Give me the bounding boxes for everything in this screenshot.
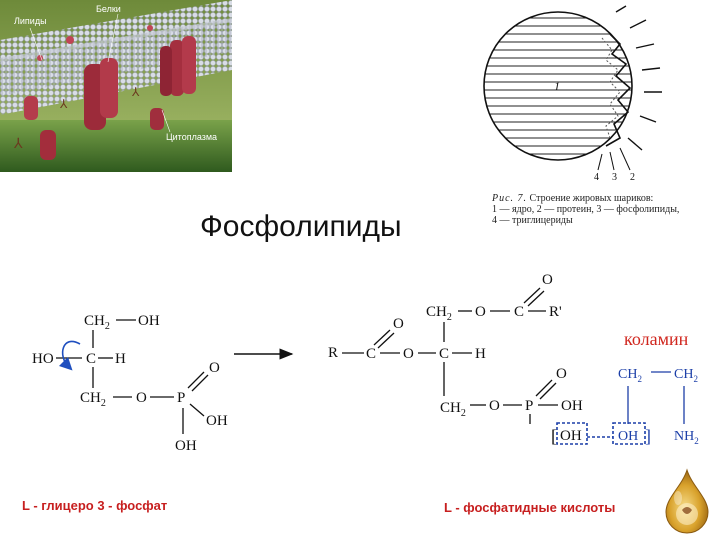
footer-right-label: L - фосфатидные кислоты — [444, 500, 616, 515]
svg-text:⅄: ⅄ — [131, 85, 140, 99]
colamine-ch2-right: CH — [674, 367, 693, 382]
svg-text:]: ] — [645, 426, 651, 446]
svg-text:CH2: CH2 — [84, 313, 110, 332]
globule-number-4: 4 — [594, 172, 599, 183]
colamine-ch2-left: CH — [618, 367, 637, 382]
svg-text:[: [ — [551, 426, 557, 446]
colamine-ch2-right-sub: 2 — [693, 374, 698, 384]
colamine-nh: NH — [674, 429, 694, 444]
proteins-label: Белки — [96, 4, 121, 14]
globule-number-2: 2 — [630, 172, 635, 183]
oh-dashed-box-left — [556, 422, 588, 445]
pa-p-o: O — [556, 366, 567, 382]
drop-logo-icon — [662, 468, 712, 534]
gp-top-oh: OH — [138, 313, 160, 329]
svg-text:CH2: CH2 — [426, 304, 452, 323]
svg-text:CH2: CH2 — [440, 400, 466, 419]
pa-p-oh-right: OH — [561, 398, 583, 414]
oh-dashed-box-right — [612, 422, 646, 445]
svg-text:⅄: ⅄ — [13, 137, 23, 152]
pa-p: P — [525, 398, 533, 414]
phosphatidic-acid-molecule: CH2 O C O R' R C O O C H CH2 O P O OH [ — [328, 272, 583, 446]
pa-o3: O — [489, 398, 500, 414]
colamine-structure: CH2 CH2 OH NH2 ] — [556, 367, 699, 446]
colamine-label: коламин — [624, 329, 689, 349]
core-numeral: 1 — [554, 79, 560, 93]
colamine-oh: OH — [618, 429, 638, 444]
pa-c-center: C — [439, 346, 449, 362]
globule-caption: Рис. 7. Строение жировых шариков: 1 — яд… — [492, 193, 682, 226]
gp-c: C — [86, 351, 96, 367]
pa-bot-sub: 2 — [461, 408, 466, 419]
gp-top-ch: CH — [84, 313, 105, 329]
pa-c1-o: O — [542, 272, 553, 288]
pa-r: R — [328, 345, 338, 361]
gp-ho: HO — [32, 351, 54, 367]
gp-bot-ch: CH — [80, 390, 101, 406]
pa-c2-o: O — [393, 316, 404, 332]
gp-o: O — [136, 390, 147, 406]
pa-r-prime: R' — [549, 304, 562, 320]
gp-p-o: O — [209, 360, 220, 376]
pa-o2: O — [403, 346, 414, 362]
pa-p-oh-bottom: OH — [560, 428, 582, 444]
svg-text:⅄: ⅄ — [59, 97, 68, 111]
svg-text:CH2: CH2 — [674, 367, 698, 384]
gp-p-oh-bottom: OH — [175, 438, 197, 454]
colamine-nh-sub: 2 — [694, 436, 699, 446]
caption-figure-number: Рис. 7. — [492, 193, 528, 204]
membrane-illustration: ⅄ ⅄ ⅄ Липиды Белки Цитоплазма — [0, 0, 232, 172]
cytoplasm-label: Цитоплазма — [166, 132, 218, 142]
svg-text:CH2: CH2 — [80, 390, 106, 409]
fat-globule-figure: 1 4 3 2 — [470, 4, 670, 189]
pa-top-ch: CH — [426, 304, 447, 320]
colamine-ch2-left-sub: 2 — [637, 374, 642, 384]
page-title: Фосфолипиды — [200, 210, 402, 243]
glycerophosphate-molecule: CH2 OH HO C H CH2 O P O OH OH — [32, 313, 228, 454]
caption-text: Строение жировых шариков: — [529, 193, 654, 204]
caption-legend: 1 — ядро, 2 — протеин, 3 — фосфолипиды, … — [492, 204, 680, 226]
gp-top-sub: 2 — [105, 321, 110, 332]
svg-text:NH2: NH2 — [674, 429, 699, 446]
pa-top-sub: 2 — [447, 312, 452, 323]
footer-left-label: L - глицеро 3 - фосфат — [22, 498, 168, 513]
gp-p: P — [177, 390, 185, 406]
pa-h: H — [475, 346, 486, 362]
gp-p-oh-right: OH — [206, 413, 228, 429]
rotation-arrow — [58, 340, 81, 371]
svg-text:CH2: CH2 — [618, 367, 642, 384]
pa-c1: C — [514, 304, 524, 320]
pa-c2: C — [366, 346, 376, 362]
pa-bot-ch: CH — [440, 400, 461, 416]
pa-o1: O — [475, 304, 486, 320]
gp-bot-sub: 2 — [101, 398, 106, 409]
lipids-label: Липиды — [14, 16, 47, 26]
globule-number-3: 3 — [612, 172, 617, 183]
gp-h: H — [115, 351, 126, 367]
